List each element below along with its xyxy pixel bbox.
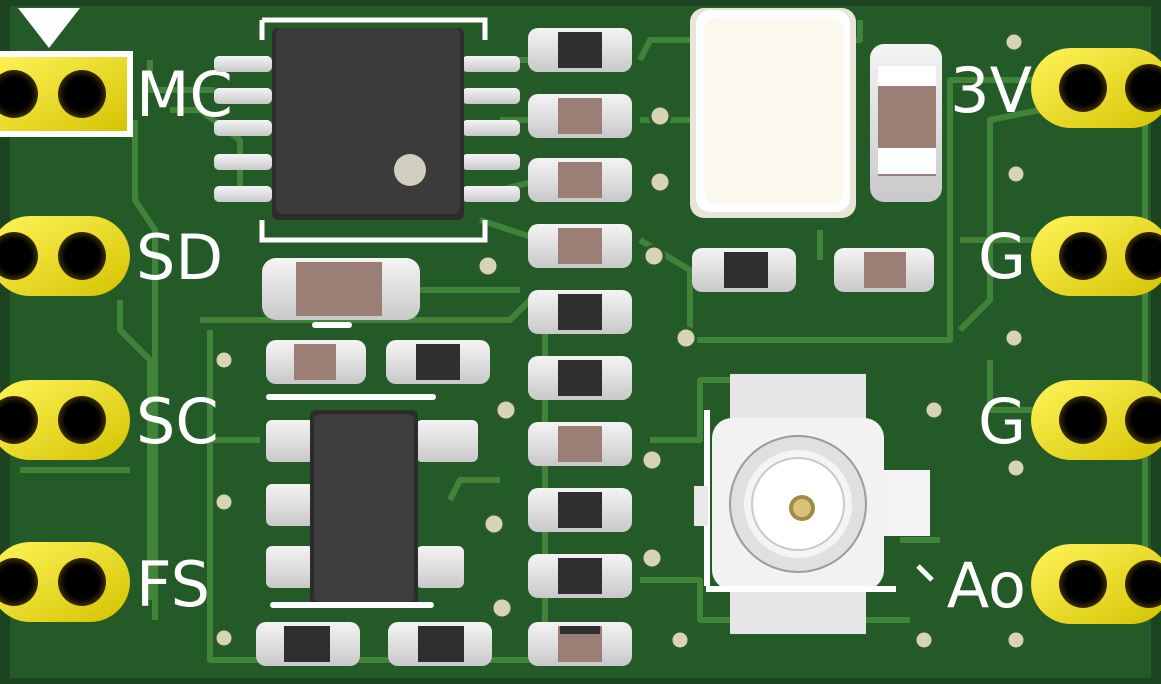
pin-label-right-2: G <box>978 220 1026 293</box>
pin-label-right-4: Ao <box>947 549 1026 622</box>
passive-column <box>528 28 632 666</box>
pin-label-left-2: SD <box>136 221 223 294</box>
mems-microphone[interactable] <box>690 8 856 218</box>
res-r5[interactable] <box>528 622 632 666</box>
cap-c5[interactable] <box>528 554 632 598</box>
cap-c10[interactable] <box>692 248 796 292</box>
left-pin-4[interactable] <box>0 542 130 622</box>
cap-c3[interactable] <box>528 356 632 400</box>
silk-line <box>266 394 436 400</box>
cap-c7[interactable] <box>256 622 360 666</box>
left-pin-1[interactable] <box>0 51 133 137</box>
res-r2[interactable] <box>528 158 632 202</box>
pin-label-left-3: SC <box>136 385 219 458</box>
cap-c9[interactable] <box>870 44 942 202</box>
ufl-connector[interactable] <box>694 374 934 634</box>
right-pin-3[interactable] <box>1031 380 1161 460</box>
left-header <box>0 51 133 622</box>
right-pin-4[interactable] <box>1031 544 1161 624</box>
left-pin-3[interactable] <box>0 380 130 460</box>
cap-c2[interactable] <box>528 290 632 334</box>
right-pin-1[interactable] <box>1031 48 1161 128</box>
cap-c1[interactable] <box>528 28 632 72</box>
cap-c6[interactable] <box>386 340 490 384</box>
ic-ldo[interactable] <box>266 410 478 608</box>
pin1-marker <box>18 8 80 48</box>
res-r4[interactable] <box>528 422 632 466</box>
cap-c8[interactable] <box>388 622 492 666</box>
res-r6[interactable] <box>262 258 420 328</box>
res-r8[interactable] <box>834 248 934 292</box>
right-header <box>1031 48 1161 624</box>
pin-label-left-4: FS <box>136 548 210 621</box>
vias <box>213 31 1027 651</box>
ic-msop[interactable] <box>214 17 520 243</box>
res-r7[interactable] <box>266 340 366 384</box>
pin-label-right-3: G <box>978 385 1026 458</box>
right-pin-2[interactable] <box>1031 216 1161 296</box>
left-pin-2[interactable] <box>0 216 130 296</box>
res-r3[interactable] <box>528 224 632 268</box>
pin-label-right-1: 3V <box>950 54 1032 127</box>
cap-c4[interactable] <box>528 488 632 532</box>
res-r1[interactable] <box>528 94 632 138</box>
